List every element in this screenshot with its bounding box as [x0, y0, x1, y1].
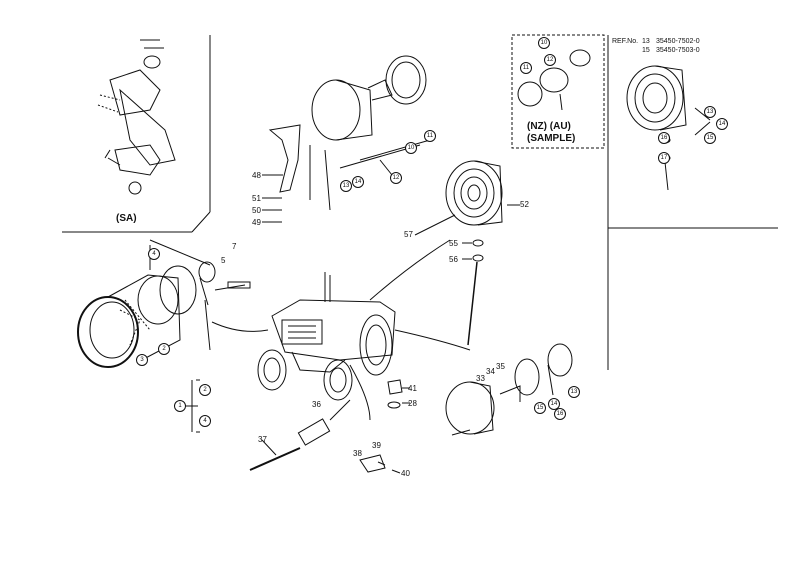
flasher-lamp-assembly [445, 343, 573, 436]
marker-15: 15 [704, 132, 716, 144]
tractor-drawing [257, 272, 396, 401]
ref-part-13: 35450-7502-0 [656, 38, 700, 45]
ref-part-15: 35450-7503-0 [656, 47, 700, 54]
sample-label-regions: (NZ) (AU) [527, 121, 571, 132]
marker-3: 3 [136, 354, 148, 366]
callout-40: 40 [401, 469, 410, 478]
marker-2: 2 [199, 384, 211, 396]
sample-lamp [517, 49, 591, 111]
callout-39: 39 [372, 441, 381, 450]
marker-10b: 10 [405, 142, 417, 154]
callout-33: 33 [476, 374, 485, 383]
callout-48: 48 [252, 171, 261, 180]
marker-17: 17 [658, 152, 670, 164]
callout-55: 55 [449, 239, 458, 248]
callout-34: 34 [486, 367, 495, 376]
marker-14b: 14 [352, 176, 364, 188]
callout-7: 7 [232, 242, 237, 251]
ref-marker-13: 13 [642, 38, 650, 45]
callout-50: 50 [252, 206, 261, 215]
callout-51: 51 [252, 194, 261, 203]
callout-57: 57 [404, 230, 413, 239]
marker-12: 12 [544, 54, 556, 66]
callout-38: 38 [353, 449, 362, 458]
marker-14c: 14 [548, 398, 560, 410]
marker-16: 16 [658, 132, 670, 144]
sample-inset-frame [511, 34, 605, 149]
marker-4: 4 [199, 415, 211, 427]
ref-prefix: REF.No. [612, 38, 639, 45]
callout-35: 35 [496, 362, 505, 371]
right-panel-frame [607, 35, 778, 370]
marker-16c: 16 [554, 408, 566, 420]
marker-13c: 13 [568, 386, 580, 398]
cable-and-switch [249, 379, 403, 473]
marker-10: 10 [538, 37, 550, 49]
callout-49: 49 [252, 218, 261, 227]
ref-marker-15: 15 [642, 47, 650, 54]
marker-1: 1 [174, 400, 186, 412]
marker-15c: 15 [534, 402, 546, 414]
callout-41: 41 [408, 384, 417, 393]
leader-curves [211, 239, 471, 421]
rear-lamp-52 [445, 160, 503, 346]
sample-label: (SAMPLE) [527, 133, 576, 144]
sa-inset-label: (SA) [116, 213, 137, 224]
sa-bracket-drawing [97, 39, 176, 195]
marker-12b: 12 [390, 172, 402, 184]
callout-56: 56 [449, 255, 458, 264]
reference-lamp [626, 65, 687, 191]
callout-leaders [261, 107, 711, 474]
marker-13b: 13 [340, 180, 352, 192]
callout-28: 28 [408, 399, 417, 408]
part-1-bracket [186, 379, 200, 433]
marker-11: 11 [520, 62, 532, 74]
marker-4b: 4 [148, 248, 160, 260]
marker-11b: 11 [424, 130, 436, 142]
callout-36: 36 [312, 400, 321, 409]
marker-2b: 2 [158, 343, 170, 355]
marker-14: 14 [716, 118, 728, 130]
callout-37: 37 [258, 435, 267, 444]
sa-inset-frame [62, 35, 211, 233]
marker-13: 13 [704, 106, 716, 118]
callout-5: 5 [221, 256, 226, 265]
callout-52: 52 [520, 200, 529, 209]
